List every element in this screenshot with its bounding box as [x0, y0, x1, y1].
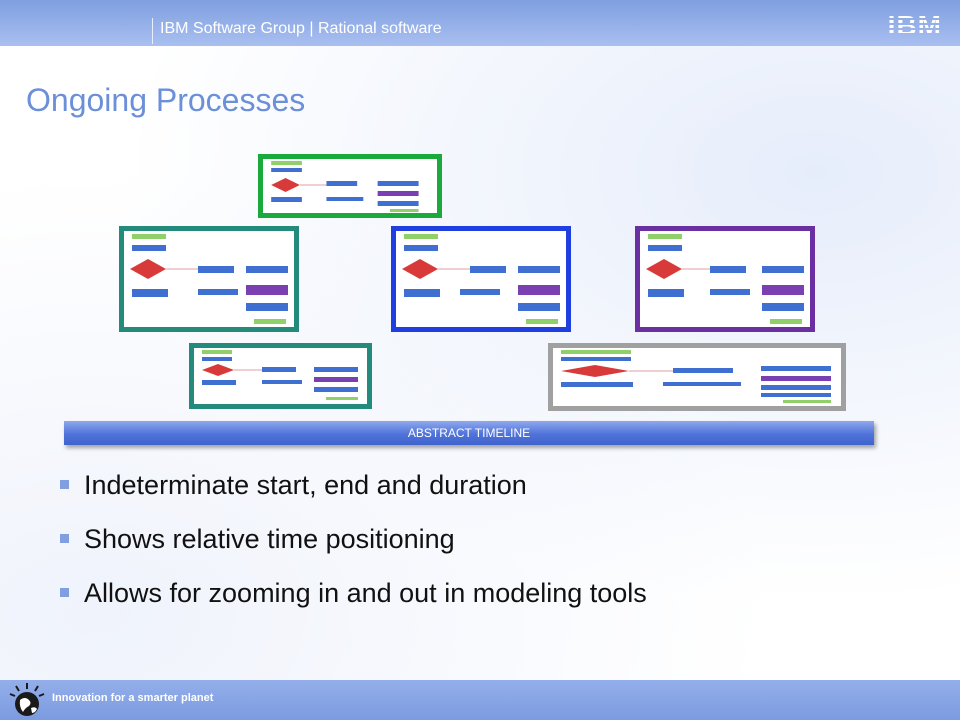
bullet-square-icon [60, 534, 69, 543]
header-divider [152, 18, 153, 44]
header-bar: IBM Software Group | Rational software I… [0, 0, 960, 46]
process-diagram [561, 350, 831, 403]
process-thumbnail-green [258, 154, 442, 218]
process-diagram [130, 234, 288, 324]
ibm-logo: IBM [887, 10, 942, 41]
process-thumbnail-blue [391, 226, 571, 332]
abstract-timeline-bar: ABSTRACT TIMELINE [64, 421, 874, 445]
bullet-text: Indeterminate start, end and duration [84, 470, 527, 500]
bullet-square-icon [60, 480, 69, 489]
header-title: IBM Software Group | Rational software [160, 20, 442, 37]
process-thumbnail-teal-left [119, 226, 299, 332]
smarter-planet-globe-icon [9, 683, 45, 716]
bullet-text: Allows for zooming in and out in modelin… [84, 578, 647, 608]
process-thumbnail-teal-bottom [189, 343, 372, 409]
process-diagram [271, 161, 419, 212]
footer-tagline: Innovation for a smarter planet [52, 692, 214, 704]
bullet-text: Shows relative time positioning [84, 524, 455, 554]
process-thumbnail-gray [548, 343, 846, 411]
process-diagram [202, 350, 358, 400]
footer-bar: Innovation for a smarter planet [0, 680, 960, 720]
slide-title: Ongoing Processes [26, 82, 306, 118]
process-diagram [402, 234, 560, 324]
timeline-label: ABSTRACT TIMELINE [407, 426, 531, 440]
process-thumbnail-purple [635, 226, 815, 332]
process-diagram [646, 234, 804, 324]
bullet-square-icon [60, 588, 69, 597]
